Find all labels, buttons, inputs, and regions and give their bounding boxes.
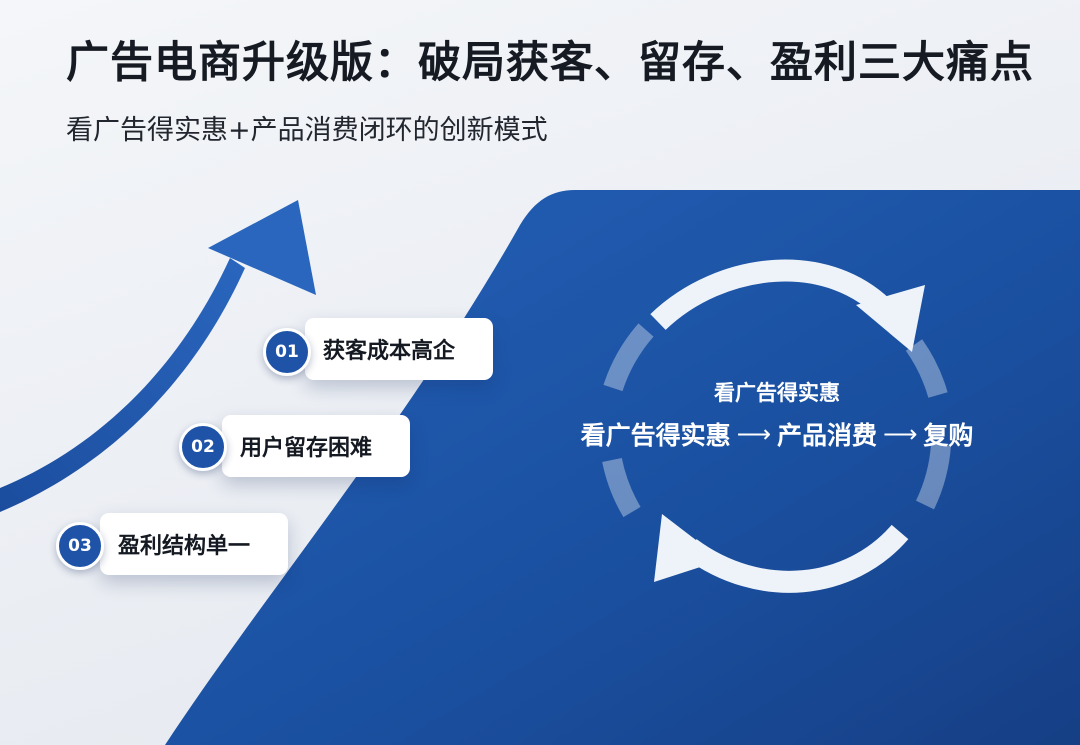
page-title: 广告电商升级版：破局获客、留存、盈利三大痛点 <box>66 38 1034 88</box>
growth-arrow-icon <box>0 200 316 512</box>
cycle-step-consumption: 产品消费 <box>776 421 877 450</box>
pain-point-number-badge: 01 <box>263 328 311 376</box>
pain-point-label: 盈利结构单一 <box>118 534 251 559</box>
pain-point-number-badge: 02 <box>179 423 227 471</box>
page-subtitle: 看广告得实惠+产品消费闭环的创新模式 <box>66 115 548 146</box>
cycle-arrows-icon <box>602 259 951 593</box>
pain-point-number-badge: 03 <box>56 522 104 570</box>
right-arrow-icon: ⟶ <box>883 420 918 448</box>
pain-point-card-1: 获客成本高企 <box>305 318 493 380</box>
pain-point-label: 获客成本高企 <box>323 339 456 364</box>
cycle-top-label: 看广告得实惠 <box>714 381 840 405</box>
pain-point-card-3: 盈利结构单一 <box>100 513 288 575</box>
right-arrow-icon: ⟶ <box>736 420 771 448</box>
pain-point-label: 用户留存困难 <box>240 436 373 461</box>
cycle-flow: 看广告得实惠 ⟶ 产品消费 ⟶ 复购 <box>530 416 1024 452</box>
cycle-step-repurchase: 复购 <box>923 421 974 450</box>
blue-panel <box>165 190 1080 745</box>
pain-point-card-2: 用户留存困难 <box>222 415 410 477</box>
cycle-step-ad-benefit: 看广告得实惠 <box>580 421 731 450</box>
